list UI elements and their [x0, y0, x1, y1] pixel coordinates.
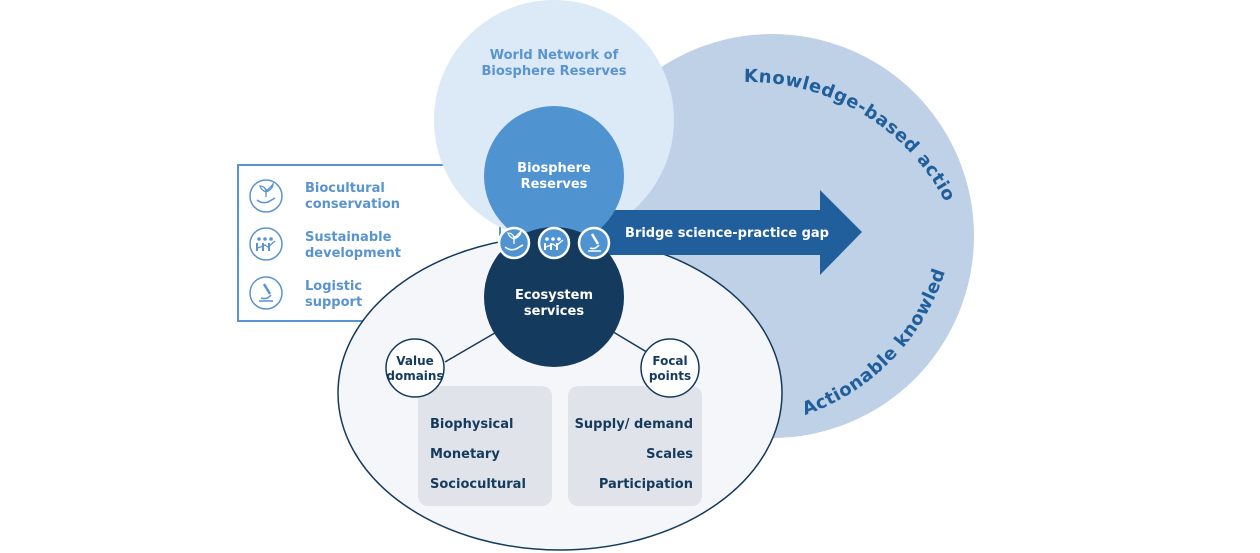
value-domain-item: Monetary	[430, 447, 500, 462]
ecosystem-services-label: services	[524, 304, 584, 319]
biosphere-reserves-label: Reserves	[521, 177, 588, 192]
world-network-label: World Network of	[490, 48, 619, 63]
ecosystem-services-circle	[484, 227, 624, 367]
function-label: Biocultural	[305, 181, 385, 196]
ecosystem-services-label: Ecosystem	[515, 288, 593, 303]
world-network-label: Biosphere Reserves	[482, 64, 627, 79]
value-domains-bubble	[385, 338, 445, 398]
function-label: Sustainable	[305, 230, 392, 245]
value-domains-label: Value	[396, 354, 434, 368]
value-domains-label: domains	[386, 369, 443, 383]
function-item: Biocultural conservation	[249, 179, 400, 213]
function-item: Sustainable development	[249, 227, 401, 261]
junction-microscope-icon	[577, 226, 611, 260]
focal-point-item: Scales	[646, 447, 693, 462]
focal-point-item: Supply/ demand	[575, 417, 693, 432]
microscope-icon	[249, 276, 283, 310]
focal-points-label: Focal	[652, 354, 687, 368]
focal-point-item: Participation	[599, 477, 693, 492]
value-domain-item: Biophysical	[430, 417, 513, 432]
function-label: conservation	[305, 197, 400, 212]
people-growth-icon	[249, 227, 283, 261]
connector-line	[444, 329, 501, 363]
function-label: Logistic	[305, 279, 362, 294]
function-label: support	[305, 295, 362, 310]
focal-points-bubble	[640, 338, 700, 398]
biosphere-reserves-label: Biosphere	[517, 161, 591, 176]
focal-points-label: points	[649, 369, 691, 383]
value-domain-item: Sociocultural	[430, 477, 526, 492]
value-domains-box	[418, 386, 552, 506]
function-item: Logistic support	[249, 276, 362, 310]
junction-plant-in-hand-icon	[497, 226, 531, 260]
junction-people-growth-icon	[537, 226, 571, 260]
focal-points-box	[568, 386, 702, 506]
bridge-label: Bridge science-practice gap	[625, 226, 829, 241]
bridge-arrow	[560, 190, 862, 275]
function-label: development	[305, 246, 401, 261]
biosphere-reserves-circle	[484, 106, 624, 246]
